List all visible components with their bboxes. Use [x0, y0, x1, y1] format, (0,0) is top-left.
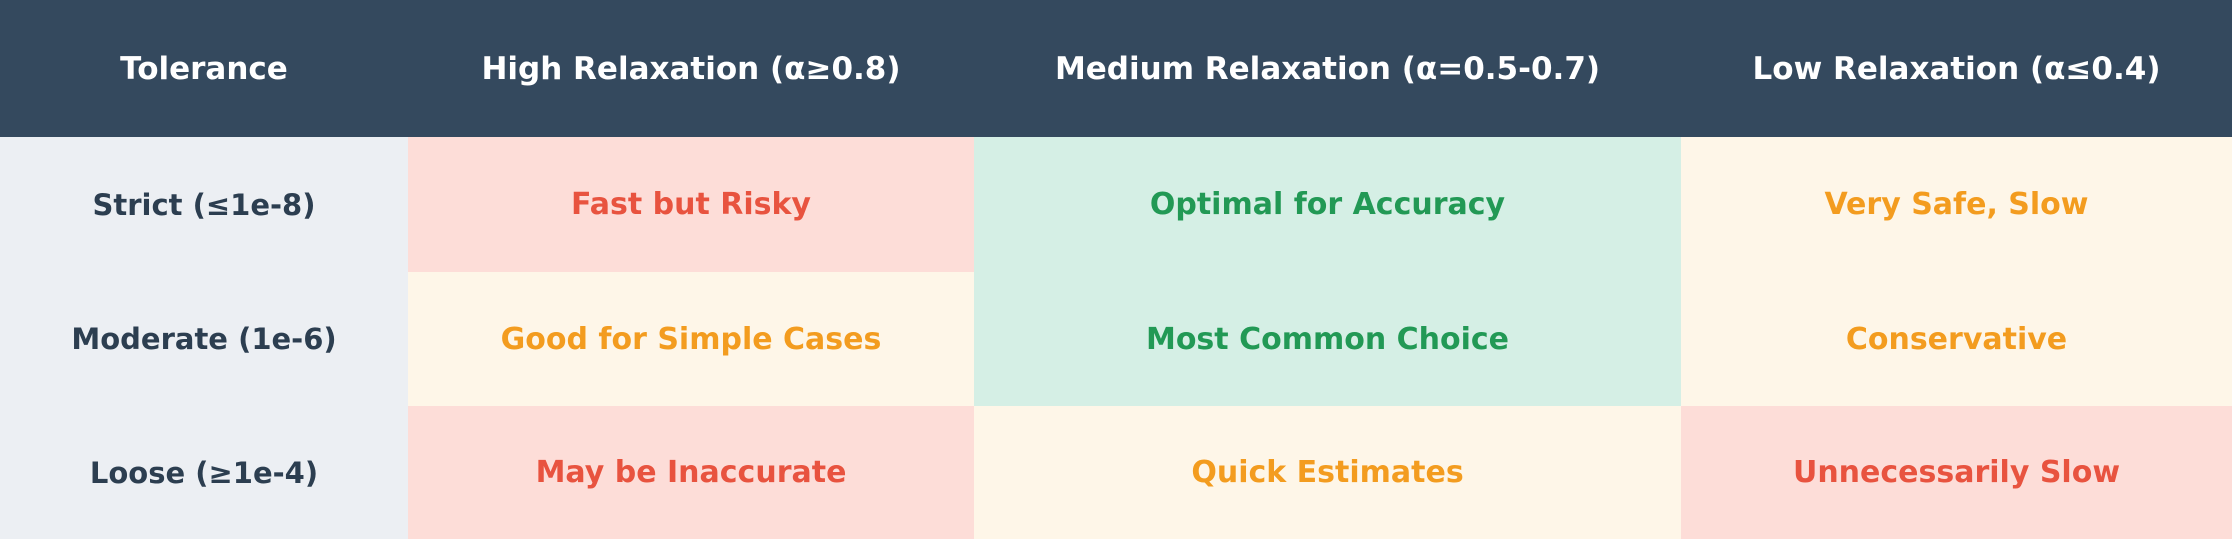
cell-strict-low: Very Safe, Slow	[1681, 137, 2232, 272]
cell-loose-high: May be Inaccurate	[408, 406, 974, 539]
cell-strict-medium: Optimal for Accuracy	[974, 137, 1681, 272]
header-low-relaxation: Low Relaxation (α≤0.4)	[1681, 0, 2232, 137]
cell-loose-low: Unnecessarily Slow	[1681, 406, 2232, 539]
row-label-strict: Strict (≤1e-8)	[0, 137, 408, 272]
header-high-relaxation: High Relaxation (α≥0.8)	[408, 0, 974, 137]
cell-moderate-low: Conservative	[1681, 272, 2232, 406]
cell-loose-medium: Quick Estimates	[974, 406, 1681, 539]
row-label-loose: Loose (≥1e-4)	[0, 406, 408, 539]
header-medium-relaxation: Medium Relaxation (α=0.5-0.7)	[974, 0, 1681, 137]
cell-moderate-high: Good for Simple Cases	[408, 272, 974, 406]
row-label-moderate: Moderate (1e-6)	[0, 272, 408, 406]
cell-strict-high: Fast but Risky	[408, 137, 974, 272]
header-tolerance: Tolerance	[0, 0, 408, 137]
cell-moderate-medium: Most Common Choice	[974, 272, 1681, 406]
